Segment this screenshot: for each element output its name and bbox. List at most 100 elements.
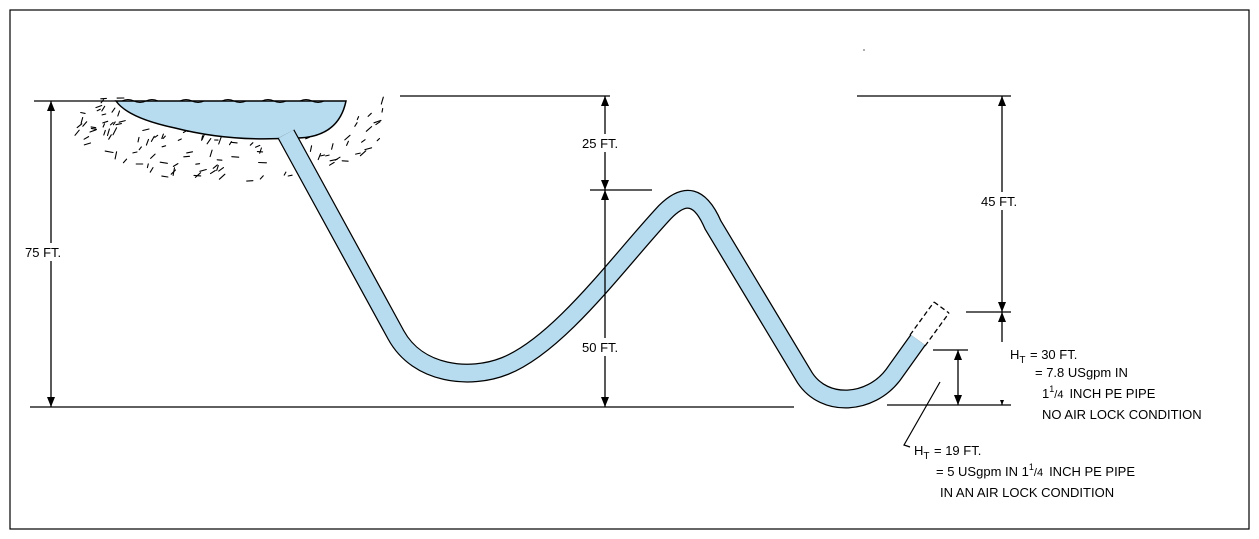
soil-fleck (83, 142, 92, 146)
soil-fleck (115, 123, 122, 126)
no-airlock-flow: = 7.8 USgpm IN (1035, 365, 1128, 380)
dim-50ft-arrow-top (601, 190, 609, 200)
dim-25ft-arrow-top (601, 96, 609, 106)
soil-fleck (122, 158, 128, 164)
soil-fleck (132, 151, 138, 154)
soil-fleck (359, 150, 367, 157)
dim-50ft-label: 50 FT. (582, 340, 618, 355)
soil-fleck (74, 129, 80, 136)
dim-19ft-arrow-top (954, 350, 962, 360)
soil-fleck (212, 164, 218, 169)
soil-fleck (199, 168, 207, 172)
dim-75ft-label-bg (22, 243, 84, 261)
soil-fleck (138, 146, 142, 151)
soil-fleck (142, 128, 150, 132)
airlock-head-value: = 19 FT. (934, 443, 981, 458)
soil-fleck (354, 122, 358, 127)
soil-fleck (159, 161, 168, 164)
dim-25ft-arrow-bottom (601, 180, 609, 190)
soil-fleck (361, 139, 366, 143)
soil-fleck (112, 121, 116, 126)
dim-30ft-arrow-top (998, 312, 1006, 322)
soil-fleck (145, 138, 150, 146)
soil-fleck (101, 105, 106, 112)
soil-fleck (209, 169, 216, 175)
soil-fleck (96, 108, 101, 112)
soil-fleck (218, 167, 225, 172)
dim-75ft-arrow-top (47, 101, 55, 111)
soil-fleck (364, 147, 373, 151)
soil-fleck (216, 164, 219, 171)
soil-fleck (186, 151, 194, 154)
soil-fleck (183, 155, 191, 158)
soil-fleck (149, 167, 154, 173)
dim-45ft-arrow-bottom (998, 302, 1006, 312)
soil-fleck (367, 112, 372, 117)
soil-fleck (161, 133, 164, 140)
soil-fleck (376, 137, 381, 142)
airlock-head-symbol: HT (914, 443, 930, 462)
soil-fleck (254, 144, 261, 148)
no-airlock-note-bg (986, 342, 1018, 400)
soil-fleck (106, 128, 110, 137)
soil-fleck (118, 120, 126, 123)
soil-fleck (249, 142, 254, 146)
soil-fleck (259, 175, 264, 180)
diagram-frame (9, 9, 1250, 530)
soil-fleck (111, 107, 116, 113)
soil-fleck (117, 110, 121, 117)
soil-fleck (331, 143, 334, 150)
reservoir-water (114, 100, 347, 140)
soil-fleck (90, 126, 97, 129)
soil-fleck (193, 174, 202, 177)
soil-fleck (194, 172, 202, 178)
soil-fleck (80, 116, 84, 124)
reservoir-soil-texture (74, 96, 384, 182)
pipe-extension-dashed (909, 301, 950, 347)
soil-fleck (325, 154, 330, 157)
soil-fleck (172, 163, 179, 167)
soil-fleck (209, 149, 213, 158)
reservoir-surface-ripples (121, 99, 325, 103)
soil-fleck (150, 135, 155, 142)
soil-fleck (320, 154, 326, 157)
soil-fleck (161, 175, 169, 178)
dim-25ft-label-bg (580, 134, 632, 152)
soil-fleck (76, 123, 83, 129)
dim-50ft-label-bg (580, 338, 632, 356)
soil-fleck (329, 158, 338, 162)
dim-45ft-label-bg (977, 192, 1029, 210)
soil-fleck (381, 108, 384, 113)
soil-fleck (218, 173, 226, 180)
soil-fleck (137, 136, 140, 143)
soil-fleck (172, 167, 176, 176)
soil-fleck (150, 153, 156, 159)
siphon-pipe (278, 130, 925, 408)
soil-fleck (356, 116, 360, 121)
soil-fleck (104, 150, 114, 154)
soil-fleck (329, 161, 335, 166)
soil-fleck (287, 174, 293, 177)
dim-75ft-arrow-bottom (47, 397, 55, 407)
soil-fleck (162, 135, 166, 140)
no-airlock-head-value: = 30 FT. (1030, 347, 1077, 362)
soil-fleck (102, 120, 109, 124)
airlock-leader-line (903, 381, 941, 448)
soil-fleck (89, 129, 97, 133)
soil-fleck (108, 134, 112, 140)
soil-fleck (177, 138, 182, 141)
no-airlock-head-symbol: HT (1010, 347, 1026, 366)
soil-fleck (195, 163, 201, 165)
airlock-condition: IN AN AIR LOCK CONDITION (940, 485, 1114, 500)
dim-50ft-arrow-bottom (601, 397, 609, 407)
soil-fleck (112, 127, 118, 136)
soil-fleck (365, 126, 373, 132)
soil-fleck (309, 145, 313, 152)
soil-fleck (90, 127, 98, 130)
soil-fleck (206, 138, 212, 145)
soil-fleck (82, 121, 88, 127)
soil-fleck (283, 171, 287, 176)
soil-fleck (101, 113, 107, 116)
